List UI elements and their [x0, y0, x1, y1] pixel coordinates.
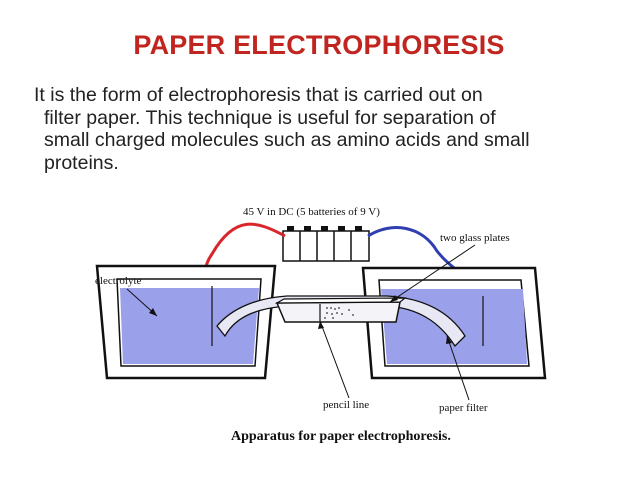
- left-electrolyte: [120, 288, 259, 364]
- power-label: 45 V in DC (5 batteries of 9 V): [243, 206, 380, 218]
- body-line-1: It is the form of electrophoresis that i…: [34, 84, 483, 106]
- figure-caption: Apparatus for paper electrophoresis.: [231, 429, 451, 444]
- glass-plates-label: two glass plates: [440, 232, 510, 244]
- sample-spots: [324, 307, 354, 319]
- left-buffer-tank: [95, 264, 277, 380]
- battery-pack-icon: [282, 226, 370, 262]
- glass-plates: [274, 297, 407, 323]
- electrolyte-label: electrolyte: [95, 275, 142, 287]
- pencil-line-label: pencil line: [323, 399, 369, 411]
- apparatus-diagram: 45 V in DC (5 batteries of 9 V): [87, 196, 568, 456]
- body-line-2: filter paper. This technique is useful f…: [44, 106, 496, 129]
- paper-filter-label: paper filter: [439, 402, 488, 414]
- body-line-4: proteins.: [44, 151, 119, 174]
- body-line-3: small charged molecules such as amino ac…: [44, 129, 530, 151]
- slide-body-text: It is the form of electrophoresis that i…: [34, 84, 626, 174]
- electrophoresis-apparatus-figure: 45 V in DC (5 batteries of 9 V): [87, 196, 568, 456]
- slide-title: PAPER ELECTROPHORESIS: [133, 30, 505, 60]
